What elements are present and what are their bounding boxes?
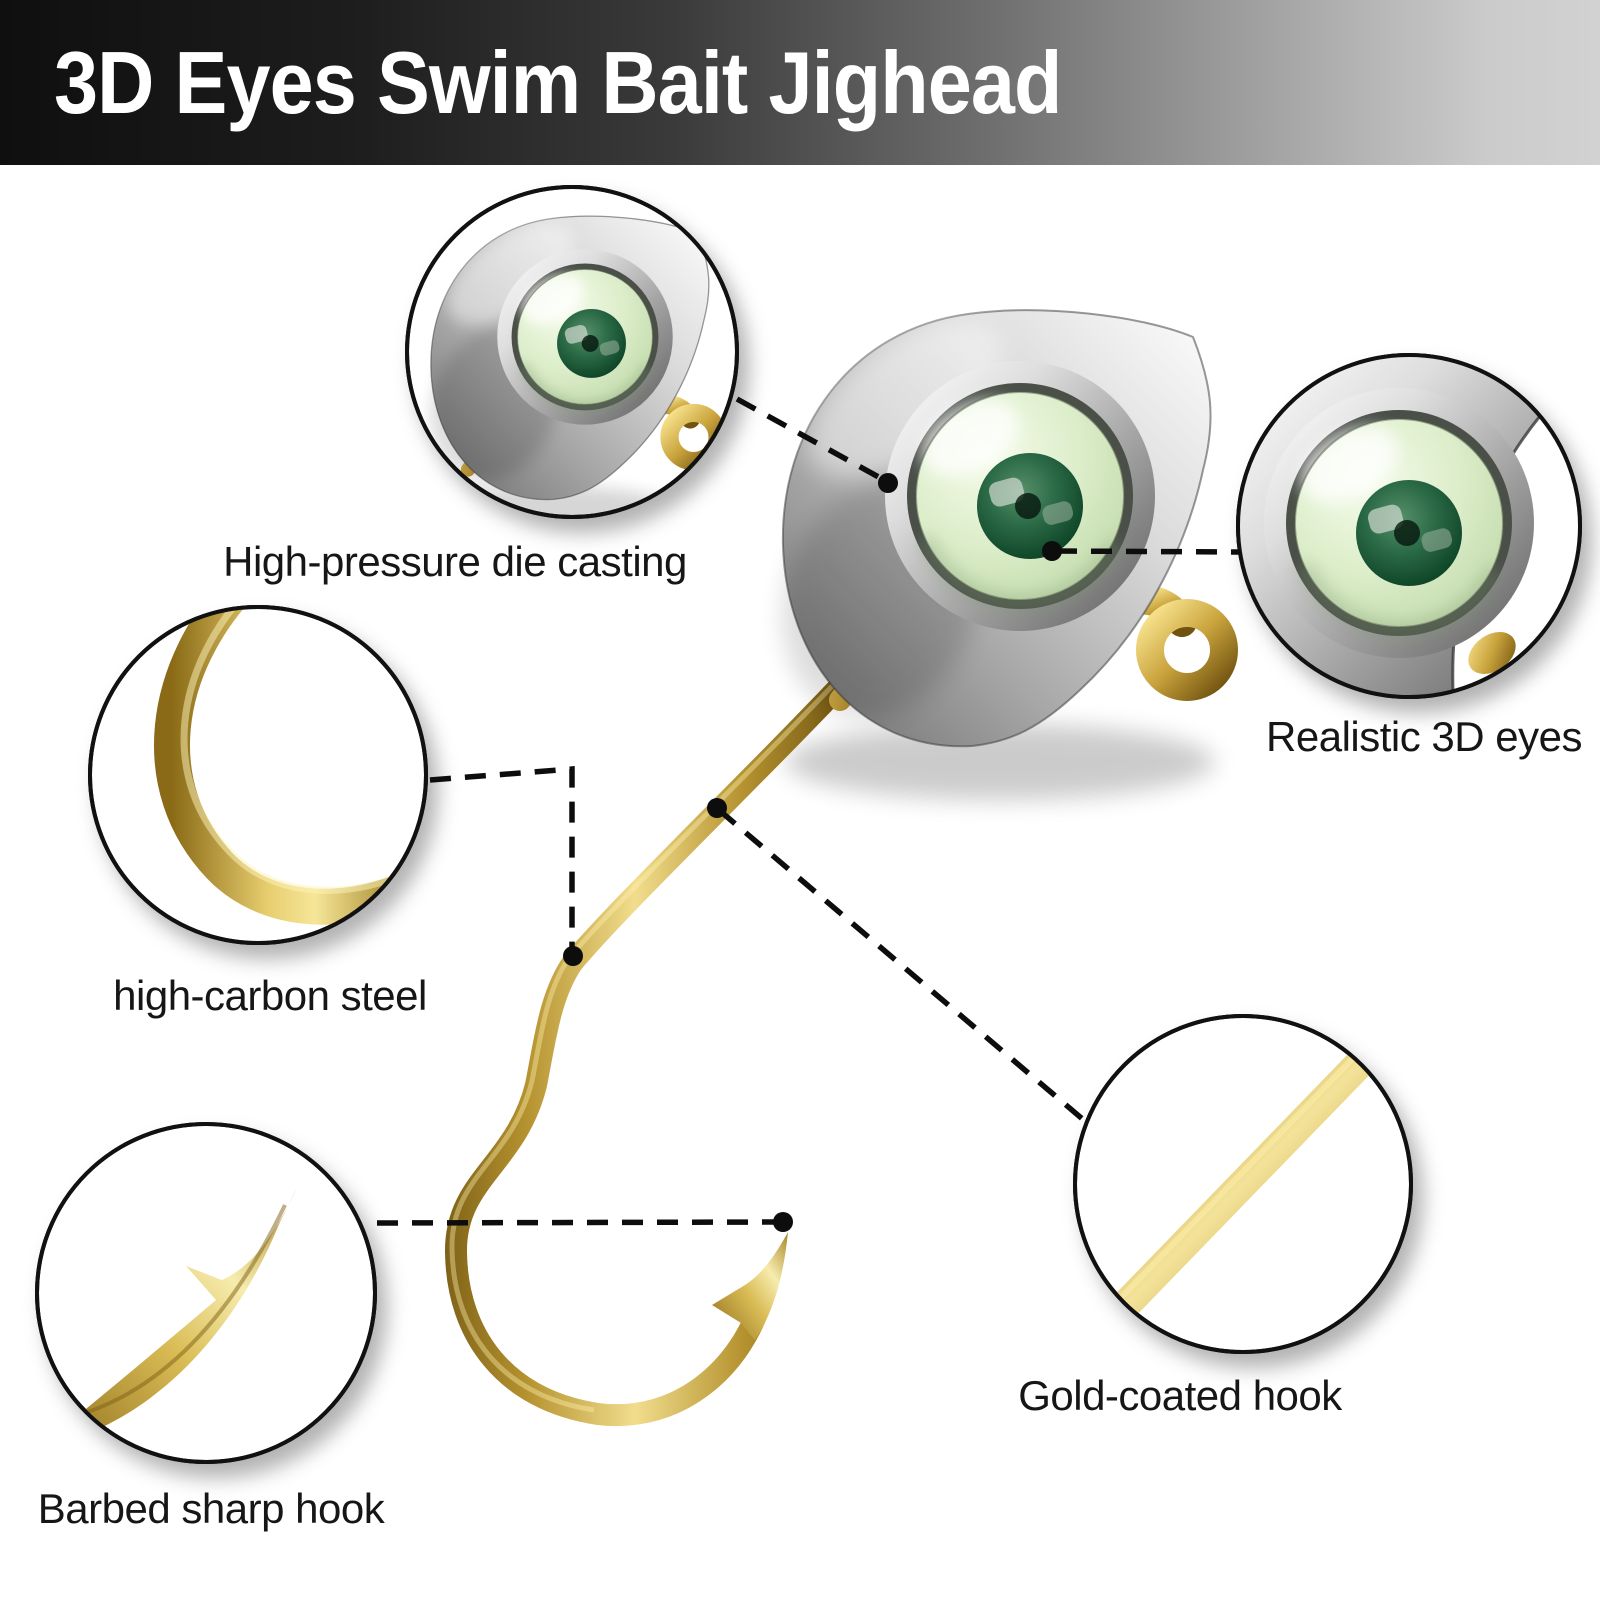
label-realistic-3d-eyes: Realistic 3D eyes: [1266, 713, 1582, 760]
connector-lines: [376, 396, 1241, 1226]
label-high-pressure-die-casting: High-pressure die casting: [223, 538, 687, 585]
callout-3d-eyes: [1236, 353, 1582, 699]
label-barbed-sharp-hook: Barbed sharp hook: [37, 1485, 385, 1532]
connector-3d-eyes: [1055, 548, 1241, 555]
callout-gold-hook: [1073, 1014, 1413, 1354]
callout-carbon-steel: [88, 605, 428, 945]
gold-hook: [444, 641, 883, 1427]
connector-dots: [563, 473, 1062, 1232]
connector-barbed-hook: [376, 1219, 779, 1226]
callout-barbed-hook: [35, 1122, 377, 1464]
hook-point-barb: [712, 1232, 788, 1340]
connector-carbon-steel: [429, 766, 575, 948]
connector-gold-hook: [717, 807, 1088, 1125]
callout-die-casting: [405, 185, 739, 519]
banner: 3D Eyes Swim Bait Jighead: [0, 0, 1600, 165]
label-gold-coated-hook: Gold-coated hook: [1018, 1372, 1342, 1419]
jighead-head: [750, 289, 1224, 747]
page-title: 3D Eyes Swim Bait Jighead: [54, 32, 1062, 132]
label-high-carbon-steel: high-carbon steel: [113, 972, 427, 1019]
main-product: [444, 289, 1224, 1427]
connector-die-casting: [735, 396, 886, 483]
